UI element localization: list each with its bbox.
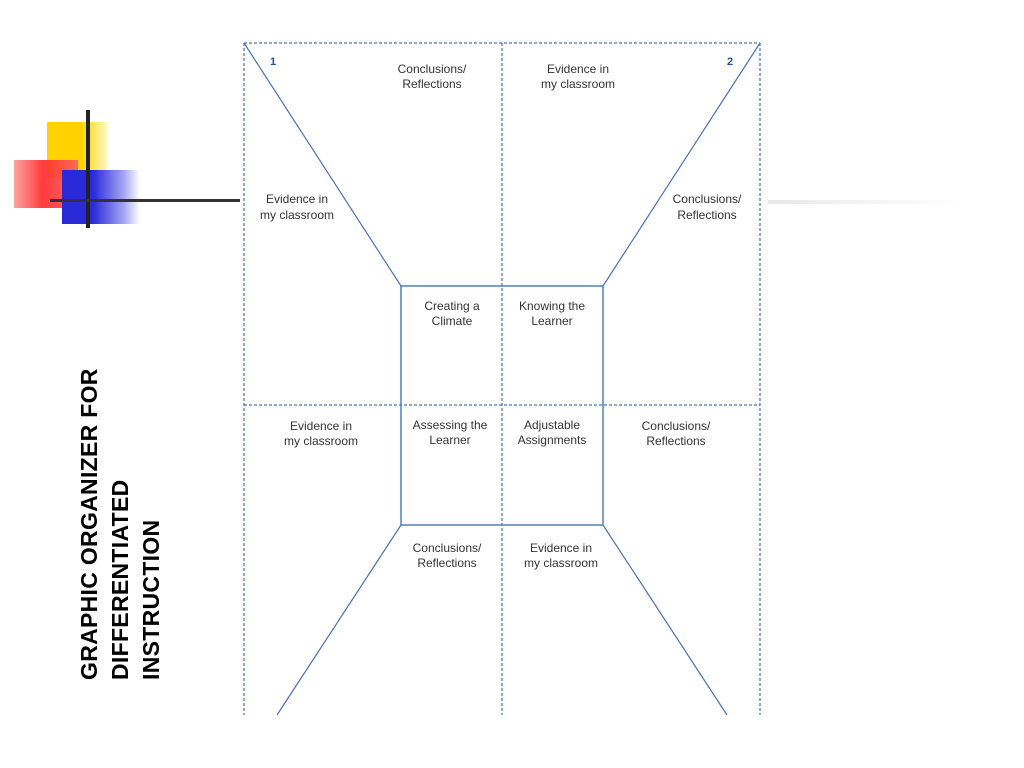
diagonal-bottom-right [602, 524, 728, 716]
label-top-right-top-1: Evidence in [547, 62, 609, 76]
label-center-bottom-right-2: Assignments [518, 433, 587, 447]
diagonal-bottom-left [276, 524, 402, 716]
label-top-right-top-2: my classroom [541, 77, 615, 91]
label-bottom-left-side-2: my classroom [284, 434, 358, 448]
diagonal-top-left [243, 42, 402, 287]
decor-blue-square [62, 170, 140, 224]
label-top-left-top-1: Conclusions/ [398, 62, 467, 76]
label-center-bottom-left-1: Assessing the [413, 418, 488, 432]
decor-vertical-line [86, 110, 90, 228]
label-top-right-side-1: Conclusions/ [673, 192, 742, 206]
label-center-top-right-1: Knowing the [519, 299, 585, 313]
label-center-top-right-2: Learner [531, 314, 572, 328]
label-top-left-top-2: Reflections [402, 77, 461, 91]
label-bottom-right-bottom-1: Evidence in [530, 541, 592, 555]
label-bottom-right-side-1: Conclusions/ [642, 419, 711, 433]
label-top-left-side-1: Evidence in [266, 192, 328, 206]
label-center-bottom-left-2: Learner [429, 433, 470, 447]
label-bottom-left-bottom-2: Reflections [417, 556, 476, 570]
label-bottom-right-side-2: Reflections [646, 434, 705, 448]
label-top-right-side-2: Reflections [677, 208, 736, 222]
label-bottom-left-bottom-1: Conclusions/ [413, 541, 482, 555]
center-box [400, 285, 604, 526]
label-bottom-left-side-1: Evidence in [290, 419, 352, 433]
decor-horizontal-line [50, 199, 240, 202]
corner-number-2: 2 [727, 56, 733, 68]
corner-number-1: 1 [270, 56, 276, 68]
label-center-top-left-2: Climate [432, 314, 473, 328]
decor-faded-line [768, 200, 968, 204]
label-bottom-right-bottom-2: my classroom [524, 556, 598, 570]
label-center-bottom-right-1: Adjustable [524, 418, 580, 432]
label-center-top-left-1: Creating a [424, 299, 480, 313]
diagonal-top-right [602, 42, 761, 287]
label-top-left-side-2: my classroom [260, 208, 334, 222]
